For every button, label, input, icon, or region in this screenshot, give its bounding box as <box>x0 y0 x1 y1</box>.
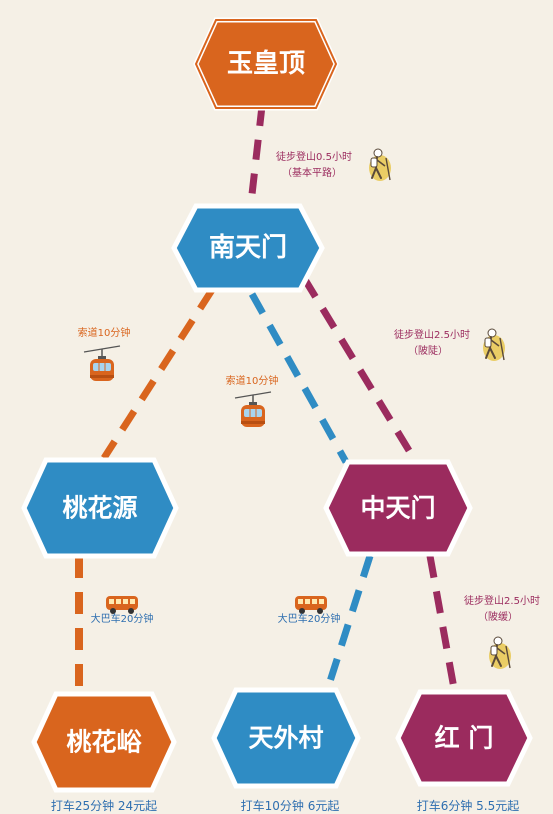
connector-nantianmen-taohuayuan <box>101 288 215 460</box>
node-yuhuangding: 玉皇顶 <box>193 17 339 111</box>
hiker-icon <box>488 636 512 670</box>
route-note: （陂陡） <box>408 344 448 357</box>
route-label: 索道10分钟 <box>226 374 279 387</box>
taxi-info-tianwaicun: 打车10分钟 6元起 <box>240 799 340 813</box>
bus-icon <box>106 596 138 614</box>
node-nantianmen: 南天门 <box>171 203 325 293</box>
connector-top <box>246 105 266 213</box>
annotation-bus-right: 大巴车20分钟 <box>278 596 341 625</box>
taxi-info-hongmen: 打车6分钟 5.5元起 <box>416 799 520 813</box>
route-label: 徒步登山2.5小时 <box>394 328 470 341</box>
hiker-icon <box>482 328 506 362</box>
bus-icon <box>295 596 327 614</box>
node-label: 中天门 <box>360 494 435 523</box>
annotation-walk-mid: 徒步登山2.5小时 （陂陡） <box>394 328 506 362</box>
annotation-cable-left: 索道10分钟 <box>78 326 131 382</box>
route-label: 索道10分钟 <box>78 326 131 339</box>
node-label: 天外村 <box>248 724 323 753</box>
connectors <box>75 105 459 696</box>
node-label: 桃花峪 <box>66 728 142 757</box>
route-label: 徒步登山0.5小时 <box>276 150 352 163</box>
node-tianwaicun: 天外村 <box>211 687 361 789</box>
connector-nantianmen-tianwaicun <box>248 292 350 464</box>
node-label: 桃花源 <box>62 494 137 523</box>
cable-car-icon <box>234 391 272 428</box>
node-label: 南天门 <box>209 233 287 263</box>
node-label: 玉皇顶 <box>227 49 305 79</box>
route-label: 徒步登山2.5小时 <box>464 594 540 607</box>
taxi-info-taohuayu: 打车25分钟 24元起 <box>50 799 158 813</box>
annotation-top-walk: 徒步登山0.5小时 （基本平路） <box>276 148 392 182</box>
route-note: （陂缓） <box>478 610 518 623</box>
annotation-walk-low: 徒步登山2.5小时 （陂缓） <box>464 594 540 670</box>
node-zhongtianmen: 中天门 <box>323 459 473 557</box>
annotation-cable-center: 索道10分钟 <box>226 374 279 428</box>
route-label: 大巴车20分钟 <box>91 612 154 625</box>
hiker-icon <box>368 148 392 182</box>
route-label: 大巴车20分钟 <box>278 612 341 625</box>
node-taohuayuan: 桃花源 <box>21 457 179 559</box>
annotation-bus-left: 大巴车20分钟 <box>91 596 154 625</box>
connector-zhongtianmen-tianwaicun <box>322 554 374 696</box>
node-hongmen: 红 门 <box>395 689 533 787</box>
cable-car-icon <box>83 345 121 382</box>
connector-nantianmen-zhongtianmen <box>301 276 419 464</box>
connector-zhongtianmen-hongmen <box>426 555 459 695</box>
node-label: 红 门 <box>435 724 494 753</box>
node-taohuayu: 桃花峪 <box>31 691 177 793</box>
route-note: （基本平路） <box>282 166 342 179</box>
